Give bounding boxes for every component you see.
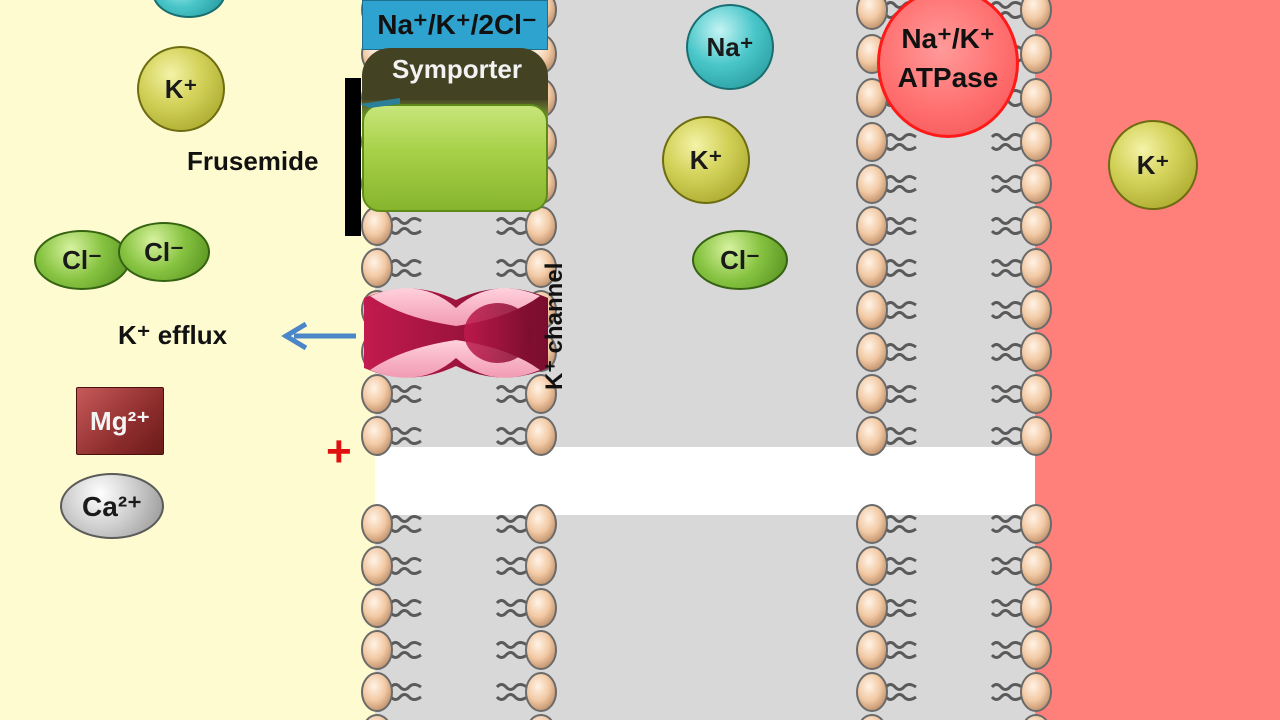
- positive-charge-sign: +: [326, 427, 352, 476]
- lumen-cl-ion-1: Cl⁻: [34, 230, 130, 290]
- lumenal-membrane-row: [361, 374, 557, 414]
- cell-k-ion: K⁺: [662, 116, 750, 204]
- cell-na-ion: Na⁺: [686, 4, 774, 90]
- frusemide-blocker-bar: [345, 78, 361, 236]
- interstitial-k-ion: K⁺: [1108, 120, 1198, 210]
- lumenal-membrane-row: [365, 714, 553, 720]
- atpase-subtitle: ATPase: [897, 62, 999, 93]
- lumen-cl-ion-2: Cl⁻: [118, 222, 210, 282]
- lumenal-membrane-row: [361, 588, 557, 628]
- basolateral-membrane-row: [856, 588, 1052, 628]
- k-efflux-label: K⁺ efflux: [118, 320, 228, 350]
- symporter-title: Na⁺/K⁺/2Cl⁻: [377, 9, 537, 40]
- frusemide-label: Frusemide: [187, 146, 319, 176]
- ca-ion: Ca²⁺: [60, 473, 164, 539]
- k-channel-protein: [364, 288, 548, 378]
- symporter-subtitle: Symporter: [391, 54, 523, 84]
- basolateral-membrane-row: [856, 374, 1052, 414]
- basolateral-membrane-row: [856, 122, 1052, 162]
- frusemide-binding-notch: [360, 98, 400, 108]
- atpase-title: Na⁺/K⁺: [901, 23, 995, 54]
- basolateral-membrane-row: [856, 630, 1052, 670]
- basolateral-membrane-row: [856, 206, 1052, 246]
- symporter-body: [362, 104, 548, 212]
- basolateral-membrane-row: [856, 504, 1052, 544]
- tight-junction-gap: [375, 447, 1035, 515]
- basolateral-membrane-row: [856, 164, 1052, 204]
- k-channel-label: K⁺ channel: [541, 262, 568, 390]
- basolateral-membrane-row: [856, 416, 1052, 456]
- basolateral-membrane-row: [856, 248, 1052, 288]
- lumenal-membrane-row: [361, 206, 557, 246]
- lumen-k-ion: K⁺: [137, 46, 225, 132]
- k-efflux-arrow-icon: [281, 321, 356, 351]
- lumenal-membrane-row: [361, 504, 557, 544]
- mg-ion: Mg²⁺: [76, 387, 164, 455]
- basolateral-membrane-row: [856, 290, 1052, 330]
- cell-cl-ion: Cl⁻: [692, 230, 788, 290]
- lumenal-membrane-row: [361, 546, 557, 586]
- lumenal-membrane-row: [361, 630, 557, 670]
- lumenal-membrane-row: [361, 672, 557, 712]
- basolateral-membrane-row: [856, 672, 1052, 712]
- basolateral-membrane-row: [856, 546, 1052, 586]
- lumenal-membrane-row: [361, 416, 557, 456]
- lumenal-membrane-row: [361, 248, 557, 288]
- basolateral-membrane-row: [860, 714, 1048, 720]
- basolateral-membrane-row: [856, 332, 1052, 372]
- basolateral-membrane-row: [856, 78, 1052, 118]
- na-k-atpase-pump: [877, 0, 1019, 138]
